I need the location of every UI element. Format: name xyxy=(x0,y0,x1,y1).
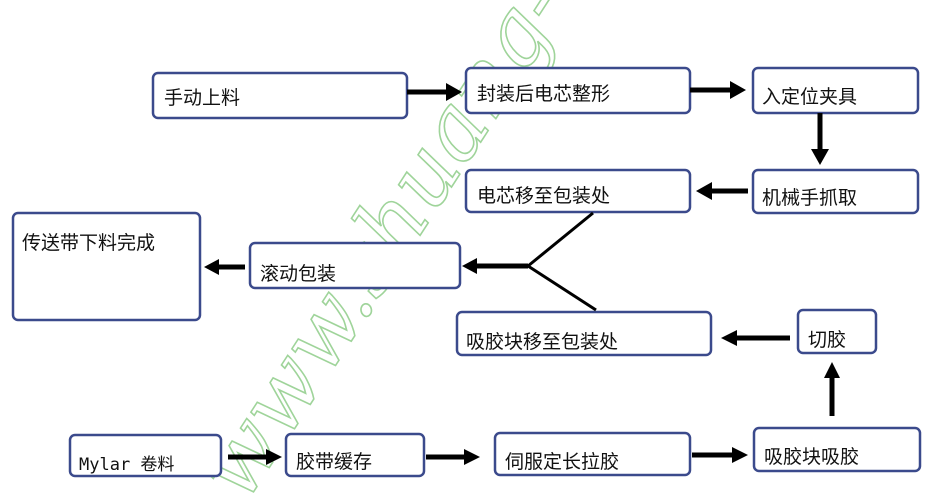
node-manual-load: 手动上料 xyxy=(151,71,409,120)
node-label: 滚动包装 xyxy=(260,263,336,285)
node-label: 机械手抓取 xyxy=(762,187,857,209)
arrow-shaping-to-fixture xyxy=(690,81,746,99)
arrow-cut-to-block xyxy=(721,330,790,346)
node-mylar-roll: Mylar 卷料 xyxy=(68,433,223,478)
arrow-servo-to-suck xyxy=(692,447,748,463)
node-robot-pick: 机械手抓取 xyxy=(751,168,920,215)
arrow-suck-to-cut xyxy=(824,362,840,416)
node-servo-pull: 伺服定长拉胶 xyxy=(493,431,692,477)
node-label: 封装后电芯整形 xyxy=(477,83,610,105)
node-block-suck: 吸胶块吸胶 xyxy=(752,426,922,473)
node-tape-buffer: 胶带缓存 xyxy=(284,432,426,478)
node-label: 胶带缓存 xyxy=(296,451,372,473)
node-label: 入定位夹具 xyxy=(762,86,857,108)
node-label: 吸胶块吸胶 xyxy=(764,446,859,468)
node-cut-tape: 切胶 xyxy=(796,308,878,355)
arrow-manual-to-shaping xyxy=(407,83,462,101)
node-cell-to-pack: 电芯移至包装处 xyxy=(464,168,692,214)
node-block-to-pack: 吸胶块移至包装处 xyxy=(455,310,713,357)
node-label: 切胶 xyxy=(808,329,846,351)
arrow-buffer-to-servo xyxy=(426,449,480,465)
node-conveyor-done: 传送带下料完成 xyxy=(11,211,202,322)
arrow-merge-to-roll xyxy=(462,211,597,312)
node-label: 吸胶块移至包装处 xyxy=(466,331,618,353)
node-roll-pack: 滚动包装 xyxy=(248,241,462,290)
node-cell-shaping: 封装后电芯整形 xyxy=(464,66,692,115)
arrow-roll-to-conveyor xyxy=(204,259,245,275)
node-label: 电芯移至包装处 xyxy=(477,185,610,207)
arrow-robot-to-cell xyxy=(696,182,748,200)
node-label: Mylar 卷料 xyxy=(79,455,174,475)
arrow-mylar-to-buffer xyxy=(228,449,282,465)
node-label: 伺服定长拉胶 xyxy=(505,451,619,473)
node-label: 传送带下料完成 xyxy=(22,232,155,254)
arrow-fixture-to-robot xyxy=(811,113,829,165)
node-label: 手动上料 xyxy=(164,87,240,109)
node-into-fixture: 入定位夹具 xyxy=(751,66,920,115)
